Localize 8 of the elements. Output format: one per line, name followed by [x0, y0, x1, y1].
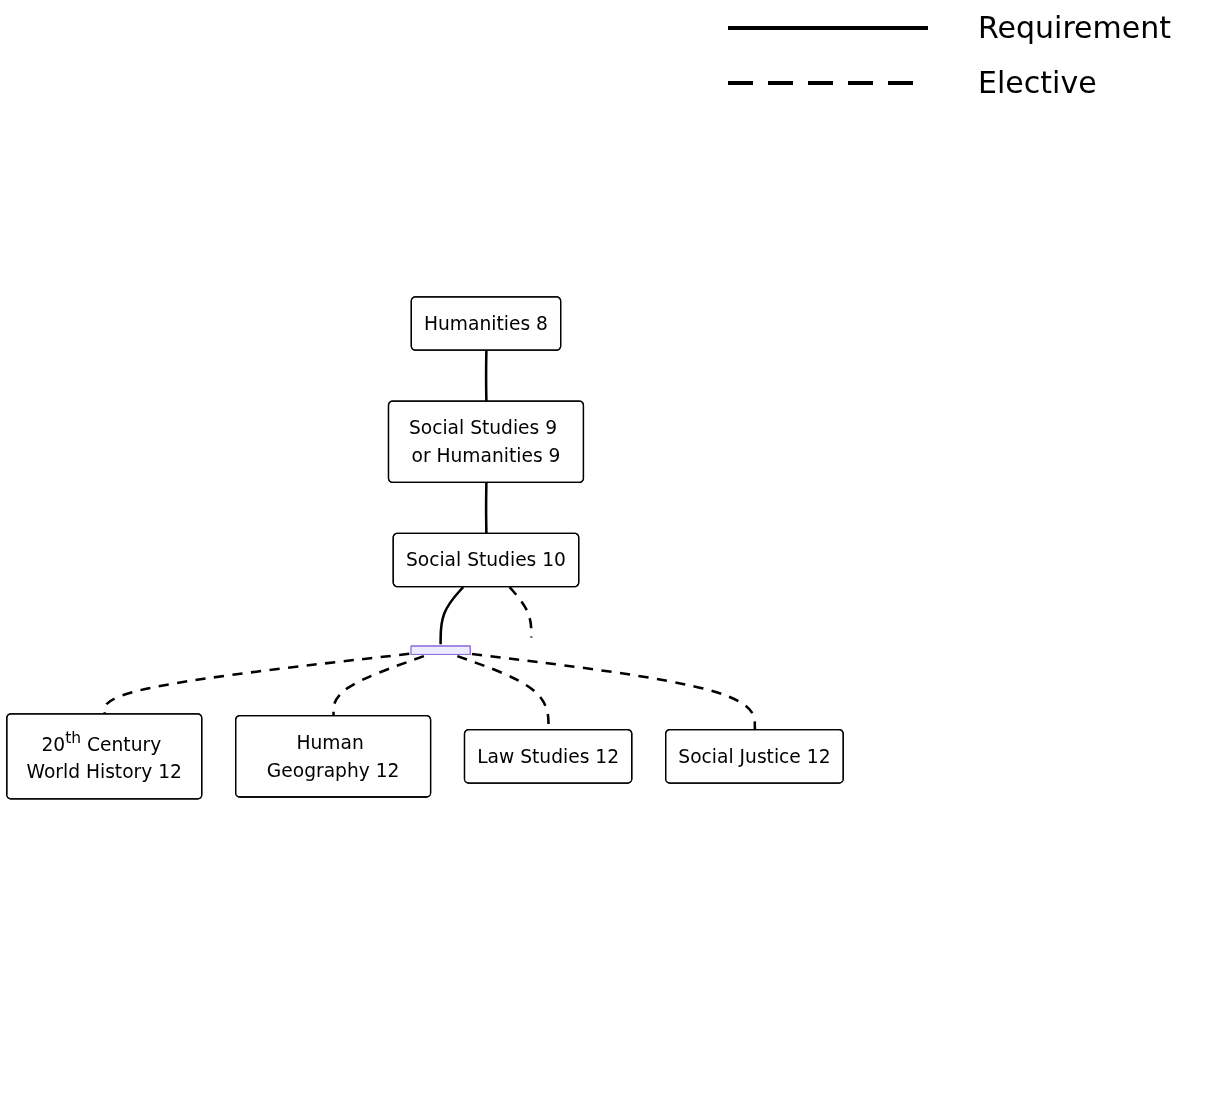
connector	[332, 654, 425, 716]
connector	[508, 585, 533, 638]
connector	[471, 652, 757, 730]
legend-text: Requirement	[978, 10, 1171, 45]
connector	[439, 585, 465, 644]
connector	[484, 482, 488, 534]
legend-text: Elective	[978, 65, 1097, 100]
connector	[484, 350, 488, 402]
